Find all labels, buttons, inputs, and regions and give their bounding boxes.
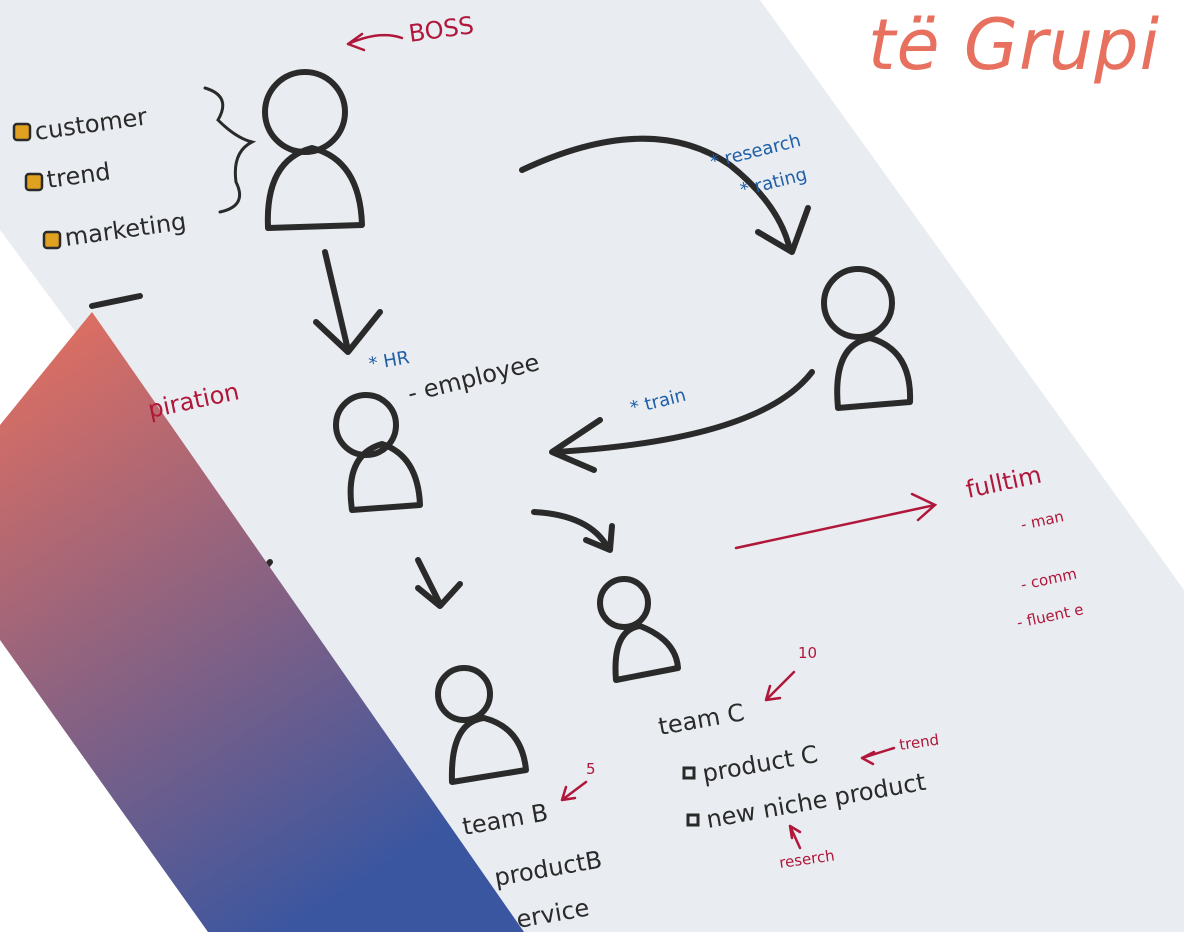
- team-c-research-arrow: [788, 824, 802, 850]
- hr-to-team-c-arrow: [531, 509, 615, 553]
- team-b-count-arrow: [560, 780, 588, 802]
- checklist-checkbox-icon: [12, 122, 32, 142]
- team-c-person-icon: [597, 576, 681, 683]
- team-c-trend-arrow: [860, 746, 896, 766]
- trainer-person-icon: [821, 266, 914, 411]
- team-b-person-icon: [435, 665, 529, 785]
- boss-person-icon: [262, 69, 365, 231]
- boss-pointer-arrow: [346, 32, 404, 52]
- research-curve-arrow: [519, 135, 811, 255]
- hr-to-team-b-arrow: [415, 557, 463, 609]
- team-b-count: 5: [586, 760, 596, 778]
- team-c-checkbox-icon: [686, 813, 700, 827]
- fulltime-arrow: [734, 492, 938, 550]
- checklist-checkbox-icon: [24, 172, 44, 192]
- team-c-count: 10: [798, 644, 817, 662]
- page-title: të Grupi: [868, 4, 1161, 86]
- hr-person-icon: [333, 392, 423, 513]
- team-c-checkbox-icon: [682, 766, 696, 780]
- team-c-trend-note: trend: [898, 731, 940, 754]
- boss-to-hr-arrow: [313, 249, 383, 355]
- checklist-checkbox-icon: [42, 230, 62, 250]
- team-c-count-arrow: [764, 670, 796, 702]
- train-arrow: [549, 369, 815, 473]
- checklist-brace: [203, 86, 257, 214]
- gradient-ribbon: [0, 312, 524, 932]
